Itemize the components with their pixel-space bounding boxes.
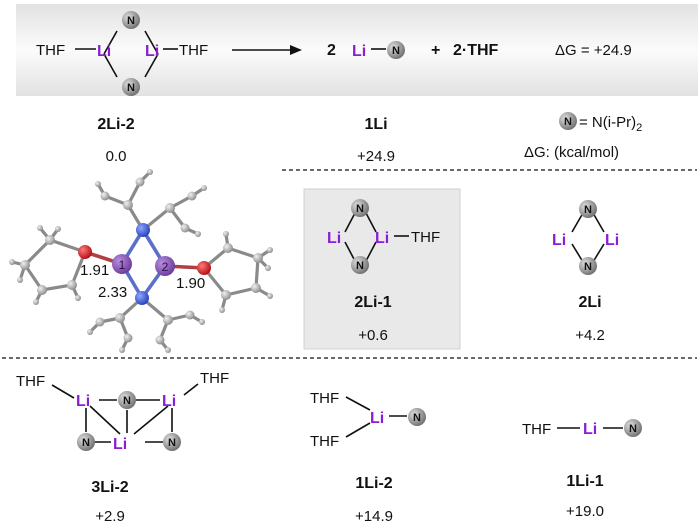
- structure-1li1: THF Li N: [522, 419, 642, 438]
- structure-2li: Li Li N N: [552, 200, 619, 275]
- n-atom-icon: N: [122, 78, 140, 96]
- svg-text:N: N: [127, 15, 135, 27]
- legend-units: ΔG: (kcal/mol): [524, 144, 619, 161]
- svg-text:THF: THF: [310, 433, 339, 450]
- li-atom-number: 2: [162, 260, 169, 274]
- distance-label: 2.33: [98, 284, 127, 301]
- n-atom-icon: N: [122, 11, 140, 29]
- structure-1li2: THF THF Li N: [310, 390, 426, 450]
- coefficient: 2: [327, 42, 336, 59]
- svg-text:N: N: [629, 423, 637, 435]
- structure-name-2li2: 2Li-2: [97, 116, 134, 133]
- svg-text:N: N: [168, 437, 176, 449]
- svg-text:Li: Li: [327, 230, 341, 247]
- li-atom-number: 1: [119, 258, 126, 272]
- svg-text:N: N: [356, 260, 364, 272]
- svg-text:THF: THF: [16, 373, 45, 390]
- svg-text:Li: Li: [370, 410, 384, 427]
- structure-name-3li2: 3Li-2: [91, 479, 128, 496]
- svg-text:N: N: [584, 204, 592, 216]
- energy-1li1: +19.0: [566, 503, 604, 520]
- thf-label: THF: [36, 42, 65, 59]
- structure-name-2li: 2Li: [578, 294, 601, 311]
- n-atom-icon: N: [163, 433, 181, 451]
- structure-name-1li2: 1Li-2: [355, 475, 392, 492]
- distance-label: 1.91: [80, 262, 109, 279]
- reaction-delta-g: ΔG = +24.9: [555, 42, 632, 59]
- svg-text:Li: Li: [583, 421, 597, 438]
- structure-name-2li1: 2Li-1: [354, 294, 391, 311]
- li-label: Li: [352, 43, 366, 60]
- svg-text:N: N: [127, 82, 135, 94]
- n-atom-icon: N: [624, 419, 642, 437]
- structure-name-1li: 1Li: [364, 116, 387, 133]
- svg-text:N: N: [82, 437, 90, 449]
- svg-text:N: N: [356, 203, 364, 215]
- svg-text:Li: Li: [552, 232, 566, 249]
- energy-1li: +24.9: [357, 148, 395, 165]
- n-atom-icon: N: [351, 256, 369, 274]
- svg-text:N: N: [413, 412, 421, 424]
- molecular-model-3d: 1 2 1.91 2.33 1.90: [9, 169, 273, 353]
- plus-sign: +: [431, 42, 440, 59]
- svg-text:Li: Li: [375, 230, 389, 247]
- energy-2li: +4.2: [575, 327, 605, 344]
- n-atom-icon: N: [387, 41, 405, 59]
- li-label: Li: [145, 43, 159, 60]
- reaction-arrow: [232, 45, 302, 55]
- svg-text:THF: THF: [522, 421, 551, 438]
- thf-label: THF: [179, 42, 208, 59]
- structure-3li2: THF THF Li Li Li N N N: [16, 370, 229, 453]
- legend-n-definition: = N(i-Pr)2: [579, 114, 642, 134]
- li-label: Li: [97, 43, 111, 60]
- svg-text:THF: THF: [310, 390, 339, 407]
- structure-2li1: Li Li THF N N: [327, 199, 440, 274]
- energy-2li2: 0.0: [106, 148, 127, 165]
- highlight-box-2li1: [303, 188, 461, 350]
- legend: N = N(i-Pr)2 ΔG: (kcal/mol): [524, 112, 642, 161]
- svg-text:Li: Li: [76, 393, 90, 410]
- svg-text:Li: Li: [162, 393, 176, 410]
- n-atom-icon: N: [408, 408, 426, 426]
- svg-text:Li: Li: [605, 232, 619, 249]
- svg-text:N: N: [123, 395, 131, 407]
- distance-label: 1.90: [176, 275, 205, 292]
- energy-3li2: +2.9: [95, 508, 125, 525]
- n-atom-icon: N: [77, 433, 95, 451]
- energy-2li1: +0.6: [358, 327, 388, 344]
- n-atom-icon: N: [118, 391, 136, 409]
- product-thf: 2·THF: [453, 42, 499, 59]
- reaction-reactant-2li2: THF Li Li THF N N: [36, 11, 208, 96]
- energy-1li2: +14.9: [355, 508, 393, 525]
- svg-text:N: N: [564, 116, 572, 128]
- reaction-products: 2 Li N + 2·THF ΔG = +24.9: [327, 41, 632, 60]
- svg-text:Li: Li: [113, 436, 127, 453]
- svg-text:N: N: [392, 45, 400, 57]
- n-atom-icon: N: [559, 112, 577, 130]
- structure-name-1li1: 1Li-1: [566, 473, 603, 490]
- svg-text:THF: THF: [200, 370, 229, 387]
- n-atom-icon: N: [579, 257, 597, 275]
- n-atom-icon: N: [579, 200, 597, 218]
- svg-text:THF: THF: [411, 229, 440, 246]
- svg-text:N: N: [584, 261, 592, 273]
- n-atom-icon: N: [351, 199, 369, 217]
